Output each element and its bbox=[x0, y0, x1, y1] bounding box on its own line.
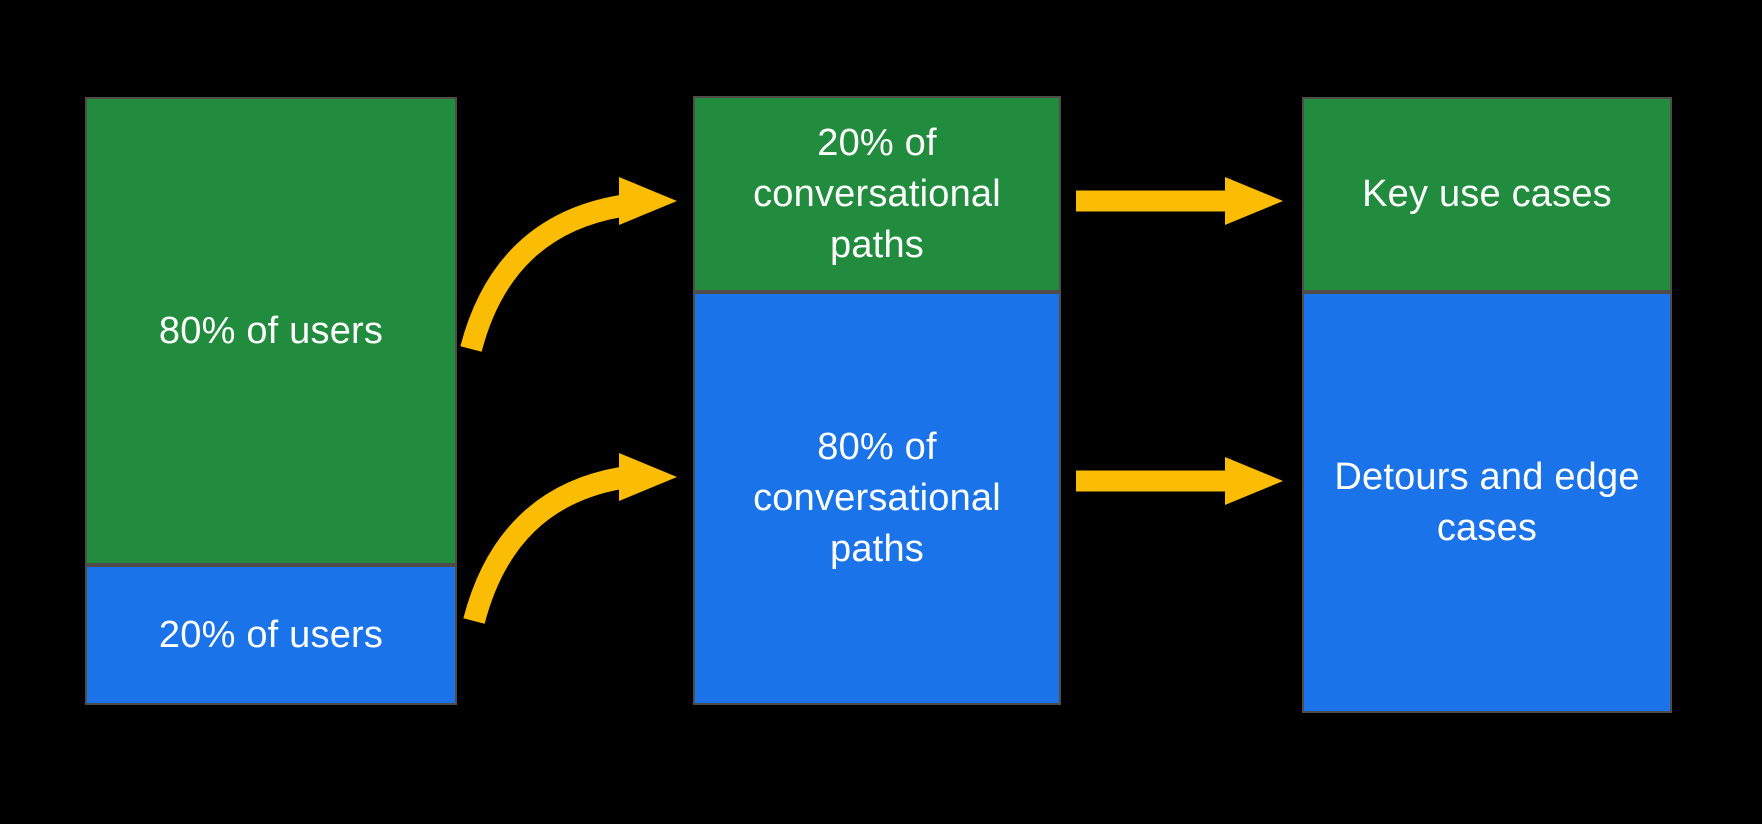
bar-column-users: 80% of users 20% of users bbox=[85, 97, 457, 705]
segment-label: 80% of users bbox=[158, 309, 384, 352]
curved-arrow-bottom bbox=[463, 453, 677, 624]
arrow-shaft bbox=[460, 195, 623, 352]
segment-key-use-cases: Key use cases bbox=[1304, 99, 1670, 294]
segment-label: Key use cases bbox=[1362, 173, 1612, 215]
straight-arrow-bottom bbox=[1076, 457, 1283, 505]
straight-arrow-top bbox=[1076, 177, 1283, 225]
segment-paths-minority: 20% of conversational paths bbox=[695, 98, 1059, 294]
segment-label: 80% of conversational paths bbox=[753, 426, 1001, 570]
arrowhead-right-icon bbox=[1225, 177, 1283, 225]
segment-paths-majority: 80% of conversational paths bbox=[695, 294, 1059, 703]
segment-label: 20% of conversational paths bbox=[753, 121, 1001, 266]
segment-label: 20% of users bbox=[158, 613, 384, 656]
segment-users-majority: 80% of users bbox=[87, 99, 455, 567]
segment-label: Detours and edge cases bbox=[1334, 455, 1640, 549]
arrowhead-right-icon bbox=[619, 453, 677, 501]
arrowhead-right-icon bbox=[1225, 457, 1283, 505]
bar-column-conversational-paths: 20% of conversational paths 80% of conve… bbox=[693, 96, 1061, 705]
bar-column-outcomes: Key use cases Detours and edge cases bbox=[1302, 97, 1672, 713]
curved-arrow-top bbox=[460, 177, 677, 352]
segment-detours-edge-cases: Detours and edge cases bbox=[1304, 294, 1670, 711]
arrow-shaft bbox=[463, 467, 624, 624]
arrowhead-right-icon bbox=[619, 177, 677, 225]
segment-users-minority: 20% of users bbox=[87, 567, 455, 703]
